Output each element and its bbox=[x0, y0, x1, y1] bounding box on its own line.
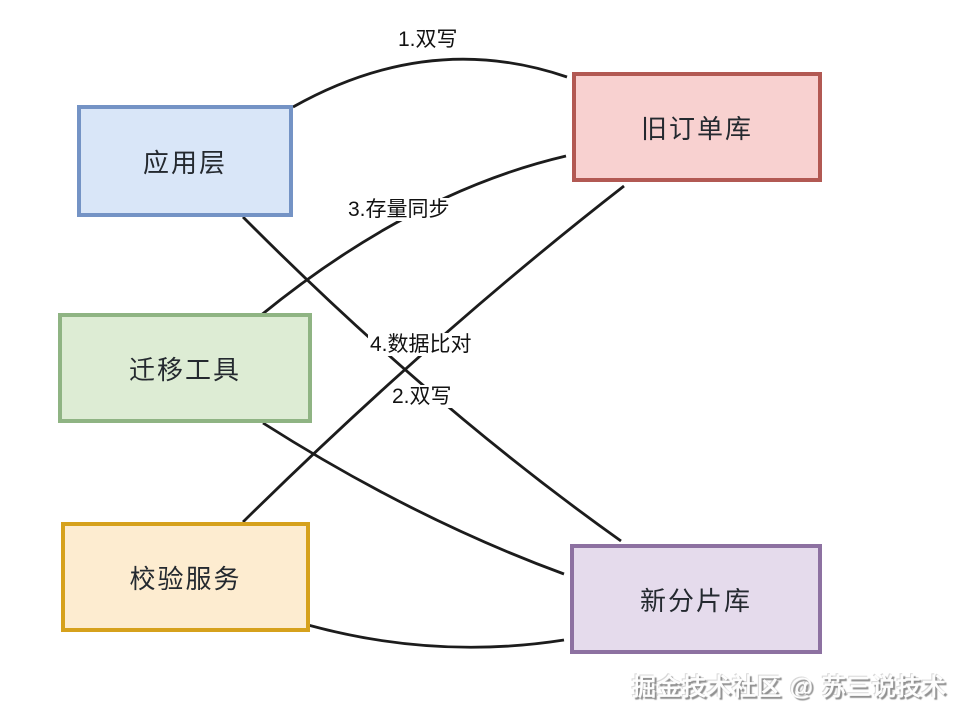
node-validation-service-label: 校验服务 bbox=[129, 563, 242, 594]
node-migration-tool: 迁移工具 bbox=[58, 313, 312, 423]
node-new-shard-db: 新分片库 bbox=[570, 544, 822, 654]
edge-label-3: 3.存量同步 bbox=[346, 198, 452, 222]
watermark: 掘金技术社区 @ 苏三说技术 bbox=[632, 674, 947, 701]
edge-app-to-old bbox=[292, 57, 568, 109]
node-validation-service: 校验服务 bbox=[61, 522, 310, 632]
edge-validation-to-new bbox=[307, 623, 565, 649]
node-migration-tool-label: 迁移工具 bbox=[128, 354, 241, 385]
edge-label-1: 1.双写 bbox=[396, 28, 460, 52]
node-app-layer: 应用层 bbox=[77, 105, 293, 217]
edge-label-2: 2.双写 bbox=[390, 385, 454, 409]
node-old-order-db: 旧订单库 bbox=[572, 72, 822, 182]
edge-label-4: 4.数据比对 bbox=[368, 333, 474, 357]
node-old-order-db-label: 旧订单库 bbox=[640, 113, 753, 144]
node-new-shard-db-label: 新分片库 bbox=[639, 585, 752, 616]
node-app-layer-label: 应用层 bbox=[142, 147, 227, 178]
edge-migration-to-old bbox=[259, 154, 567, 318]
edge-migration-to-new bbox=[262, 421, 565, 576]
